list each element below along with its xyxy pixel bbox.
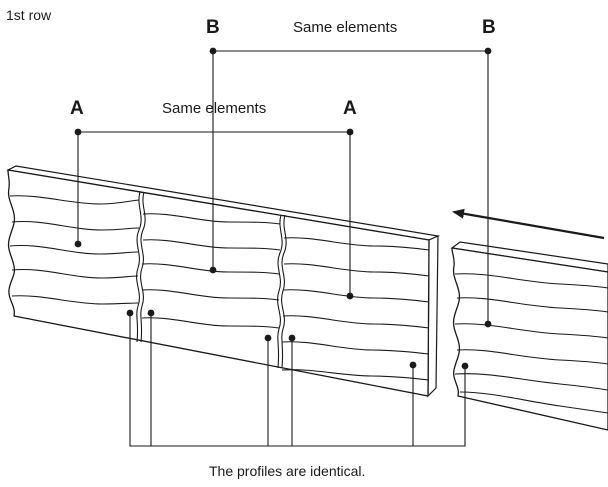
profile-dot	[147, 309, 155, 317]
caption: The profiles are identical.	[209, 463, 365, 479]
dot-a-top-right	[346, 128, 354, 136]
panel-assembly-left	[6, 165, 441, 398]
grain-line	[454, 373, 608, 391]
grain-line	[454, 273, 608, 289]
same-elements-b-label: Same elements	[293, 19, 397, 36]
dot-b-top-right	[484, 47, 492, 55]
marker-b-right: B	[482, 17, 496, 38]
dot-a-board-3	[346, 292, 354, 300]
arrow-left-icon	[452, 208, 605, 240]
grain-line	[281, 369, 430, 381]
dot-a-top-left	[74, 128, 82, 136]
grain-line	[456, 349, 608, 365]
grain-line	[11, 220, 140, 231]
grain-line	[281, 341, 430, 355]
grain-line	[141, 289, 280, 301]
bracket-a	[74, 128, 354, 300]
profile-dot	[409, 361, 417, 369]
grain-line	[283, 237, 430, 251]
dot-b-board-2	[209, 266, 217, 274]
board-joint-1	[136, 191, 142, 343]
marker-b-left: B	[206, 17, 220, 38]
grain-line	[454, 323, 608, 339]
profile-leaders	[126, 309, 469, 447]
dot-b-top-left	[209, 47, 217, 55]
grain-line	[142, 213, 281, 225]
grain-line	[282, 289, 430, 303]
bracket-b	[209, 47, 492, 328]
row-label: 1st row	[6, 7, 52, 23]
grain-line	[456, 297, 608, 313]
dot-b-right-panel	[484, 320, 492, 328]
marker-a-right: A	[343, 98, 357, 119]
grain-line	[9, 244, 139, 255]
board-joint-1b	[140, 191, 146, 343]
marker-a-left: A	[70, 98, 84, 119]
right-panel-front-outline	[451, 247, 608, 431]
profile-dot	[126, 309, 134, 317]
board-joint-2	[277, 214, 283, 369]
panel-right	[450, 241, 608, 431]
grain-line	[9, 195, 140, 205]
grain-line	[11, 268, 139, 279]
grain-line	[282, 315, 430, 329]
grain-line	[141, 317, 280, 329]
grain-line	[142, 239, 281, 251]
dot-a-board-1	[74, 240, 82, 248]
grain-line	[283, 263, 430, 277]
same-elements-a-label: Same elements	[162, 100, 266, 117]
grain-line	[11, 295, 139, 305]
assembly-front-outline	[7, 169, 430, 397]
grain-line	[459, 391, 608, 414]
profile-dot	[461, 362, 469, 370]
profile-dot	[288, 334, 296, 342]
board-joint-2b	[281, 214, 287, 369]
profile-dot	[264, 334, 272, 342]
grain-line	[141, 263, 280, 275]
